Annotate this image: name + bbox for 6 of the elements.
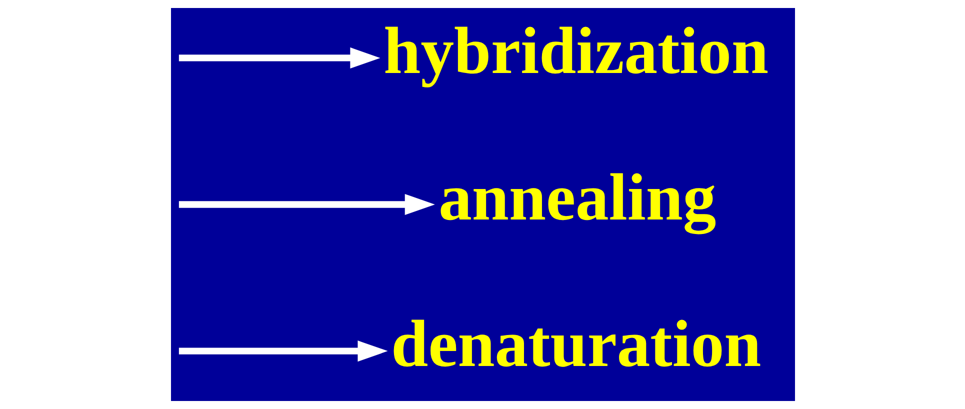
arrow [178, 194, 434, 216]
node-text: hybridization [383, 14, 768, 88]
arrow [178, 47, 380, 68]
node-text: annealing [438, 161, 716, 234]
arrow [178, 340, 388, 362]
node-text: denaturation [390, 308, 761, 382]
